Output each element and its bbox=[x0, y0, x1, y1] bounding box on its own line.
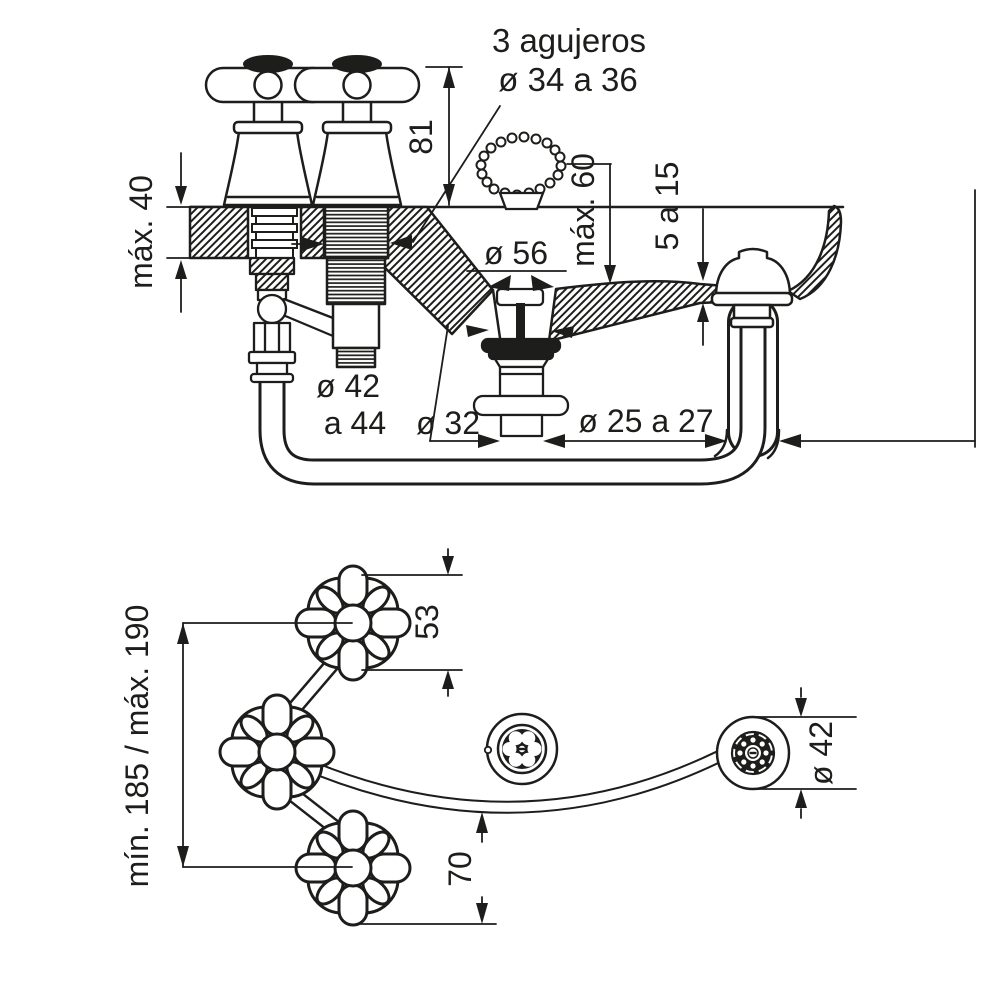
side-section-view: 3 agujeros ø 34 a 36 máx. 40 81 máx. 60 … bbox=[123, 22, 976, 486]
dim-waste-tail-diameter: ø 32 bbox=[416, 405, 480, 441]
plan-view-dimensions bbox=[177, 548, 857, 925]
dim-valve-body-diameter-1: ø 42 bbox=[316, 368, 380, 404]
right-valve-shank bbox=[323, 205, 390, 260]
drain-lug bbox=[483, 745, 493, 755]
chain-plug bbox=[475, 131, 567, 211]
dim-plug-depth: máx. 60 bbox=[565, 153, 601, 267]
dim-hose-drop: 70 bbox=[442, 851, 478, 887]
drain-plan bbox=[483, 712, 559, 786]
right-valve-handle bbox=[293, 55, 421, 207]
chain bbox=[475, 131, 567, 201]
dim-valve-body-diameter-2: a 44 bbox=[324, 405, 386, 441]
plug-cup bbox=[498, 191, 545, 211]
plan-view: 53 mín. 185 / máx. 190 70 ø 42 bbox=[119, 548, 857, 927]
dim-hose-tail-diameter: ø 25 a 27 bbox=[578, 403, 713, 439]
handle-top-arm bbox=[332, 55, 382, 73]
right-valve-body bbox=[325, 256, 387, 369]
dim-waste-top-diameter: ø 56 bbox=[484, 235, 548, 271]
dim-rim-thickness: 5 a 15 bbox=[649, 162, 685, 251]
side-view-dimensions bbox=[166, 66, 976, 448]
left-valve-body bbox=[247, 256, 335, 384]
waste-assembly bbox=[472, 287, 570, 438]
rim-fitting bbox=[710, 247, 794, 329]
knob-middle bbox=[218, 693, 336, 811]
knob-top bbox=[294, 564, 412, 682]
holes-note-line2: ø 34 a 36 bbox=[498, 61, 637, 98]
bowl-wall bbox=[786, 204, 843, 301]
dim-handle-height: 81 bbox=[403, 119, 439, 155]
dim-centers-span: mín. 185 / máx. 190 bbox=[119, 605, 155, 888]
holes-note-line1: 3 agujeros bbox=[492, 22, 646, 59]
left-valve-shank bbox=[251, 207, 298, 259]
dim-handle-offset: 53 bbox=[409, 604, 445, 640]
cross-knobs bbox=[218, 564, 412, 927]
handle-top-arm bbox=[243, 55, 293, 73]
knob-bottom bbox=[294, 809, 412, 927]
dim-deck-thickness: máx. 40 bbox=[123, 175, 159, 289]
dim-rosette-diameter: ø 42 bbox=[803, 721, 839, 785]
rosette-plan bbox=[715, 715, 791, 791]
